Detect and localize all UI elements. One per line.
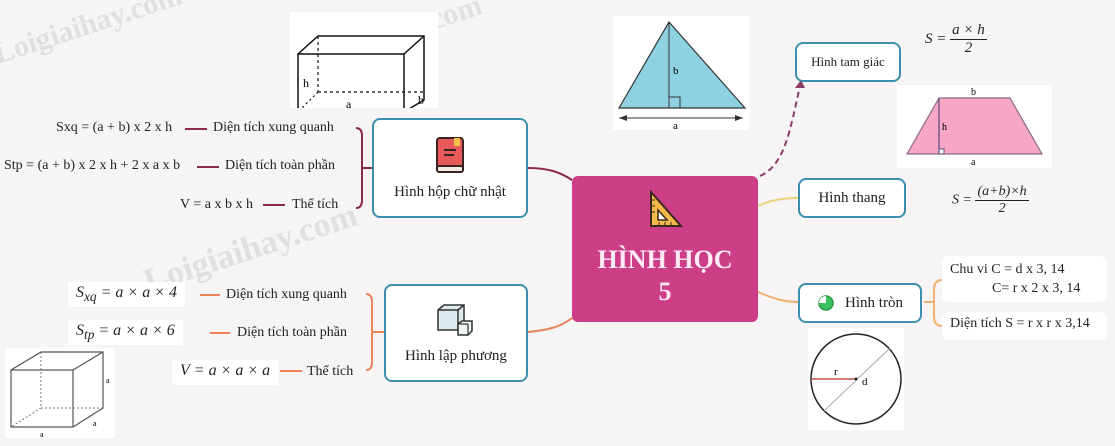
cube-formula-stp: Stp = a × a × 6 (68, 320, 183, 346)
label-b: b (418, 93, 424, 107)
circle-figure: r d (808, 328, 904, 430)
node-label: Hình hộp chữ nhật (394, 183, 506, 200)
node-label: Hình thang (818, 189, 886, 206)
trapezoid-diagram: b h a (905, 87, 1044, 168)
node-triangle[interactable]: Hình tam giác (795, 42, 901, 82)
label-h: h (942, 122, 947, 133)
box-formula-v: V = a x b x h (180, 197, 253, 212)
bracket-circle (933, 279, 943, 327)
circle-diagram: r d (810, 333, 902, 425)
box-label-v: Thể tích (292, 197, 339, 212)
connector-box (527, 167, 573, 181)
cube-icon (437, 303, 473, 336)
label-b: b (971, 87, 976, 98)
bracket-cube (365, 293, 373, 371)
label-b: b (673, 65, 679, 77)
connector-triangle (759, 85, 801, 177)
box-label-sxq: Diện tích xung quanh (213, 120, 334, 135)
label-a: a (93, 419, 97, 428)
triangle-figure: b a (613, 16, 749, 132)
label-a: a (106, 376, 110, 385)
label-a: a (40, 430, 44, 438)
set-square-icon (650, 189, 684, 227)
label-r: r (834, 366, 838, 378)
box-figure: h a b (290, 12, 438, 113)
node-circle[interactable]: Hình tròn (798, 283, 922, 323)
perimeter-formula-1: Chu vi C = d x 3, 14 (950, 262, 1065, 277)
cube-formula-sxq: Sxq = a × a × 4 (68, 282, 185, 308)
pie-icon (818, 295, 834, 311)
connector-circle (757, 291, 799, 303)
central-subtitle: 5 (658, 277, 672, 306)
rectangular-box-diagram: h a b (297, 35, 425, 113)
perimeter-formula-2: C= r x 2 x 3, 14 (992, 281, 1081, 296)
cube-label-stp: Diện tích toàn phần (237, 325, 348, 340)
connector-trapezoid (757, 197, 799, 207)
node-label: Hình lập phương (405, 347, 507, 364)
box-formula-sxq: Sxq = (a + b) x 2 x h (56, 120, 173, 135)
bracket-box (355, 127, 363, 209)
cube-formula-v: V = a × a × a (172, 360, 279, 386)
label-a: a (971, 157, 976, 168)
cube-diagram: a a a (10, 351, 110, 439)
box-formula-stp: Stp = (a + b) x 2 x h + 2 x a x b (4, 158, 181, 173)
node-rectangular-box[interactable]: Hình hộp chữ nhật (372, 118, 528, 218)
label-a: a (346, 97, 352, 108)
node-trapezoid[interactable]: Hình thang (798, 178, 906, 218)
cube-label-sxq: Diện tích xung quanh (226, 287, 347, 302)
connector-cube (527, 317, 573, 333)
box-label-stp: Diện tích toàn phần (225, 158, 336, 173)
label-d: d (862, 376, 868, 388)
trapezoid-figure: b h a (897, 85, 1052, 168)
triangle-diagram: b a (617, 20, 747, 132)
cube-figure: a a a (5, 348, 115, 439)
node-label: Hình tròn (845, 294, 903, 311)
central-title: HÌNH HỌC (597, 244, 733, 274)
label-a: a (673, 120, 678, 130)
circle-perimeter: Chu vi C = d x 3, 14 C= r x 2 x 3, 14 (942, 256, 1107, 302)
central-topic[interactable]: HÌNH HỌC 5 (572, 176, 758, 322)
cube-label-v: Thể tích (307, 364, 354, 379)
circle-area: Diện tích S = r x r x 3,14 (942, 312, 1107, 340)
book-icon (436, 136, 464, 173)
label-h: h (303, 76, 309, 90)
node-cube[interactable]: Hình lập phương (384, 284, 528, 382)
node-label: Hình tam giác (811, 54, 885, 69)
